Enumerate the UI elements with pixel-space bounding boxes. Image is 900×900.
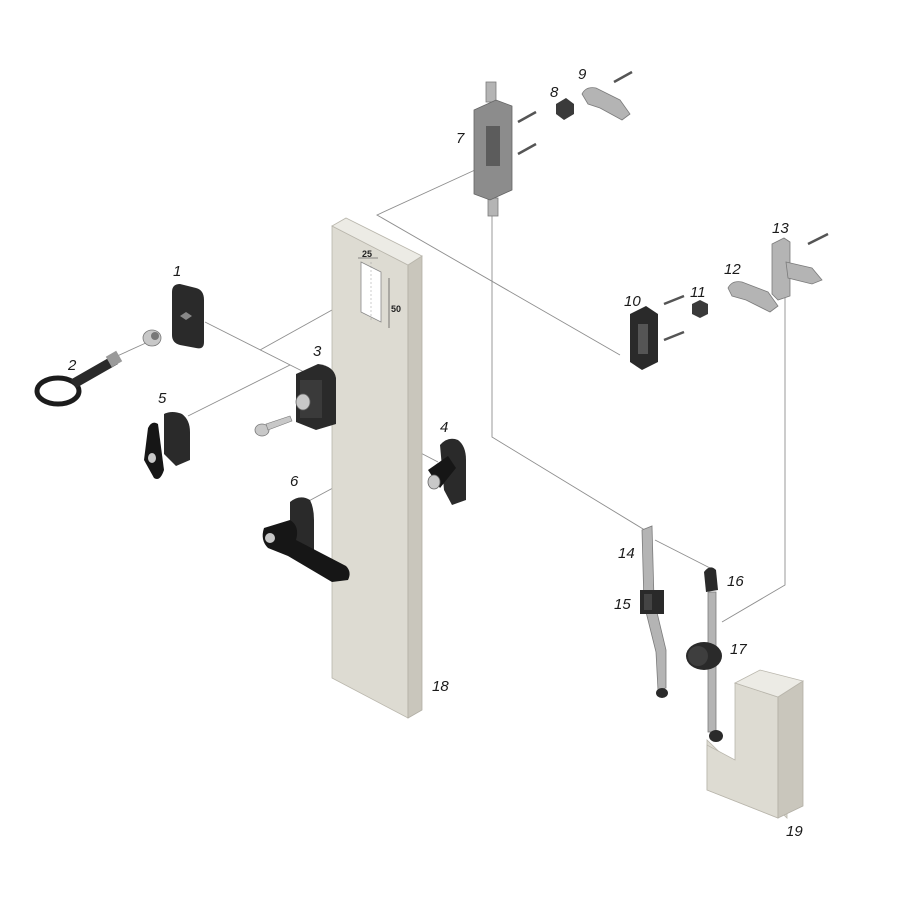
lever-cylinder (265, 533, 275, 543)
lock-cylinder (142, 329, 162, 347)
leader-5-to-3 (187, 364, 291, 417)
callout-4: 4 (440, 419, 448, 436)
dim-height-label: 50 (391, 304, 401, 314)
cam-9-body (581, 87, 631, 121)
part-8-nut (556, 98, 574, 120)
guide-15-face (644, 594, 652, 610)
callout-5: 5 (158, 390, 167, 407)
leader-2-to-cylinder (114, 341, 149, 358)
callout-16: 16 (727, 573, 744, 590)
profile-side (777, 680, 804, 819)
part-5-t-handle (144, 412, 190, 479)
part-4-handle-housing (427, 438, 466, 505)
callout-19: 19 (786, 823, 803, 840)
small-key-head (254, 423, 270, 437)
callout-12: 12 (724, 261, 741, 278)
rod-end-16-body (704, 567, 718, 592)
bracket-13-upright (771, 237, 791, 301)
t-handle-plate (164, 412, 190, 466)
leader-13-to-17 (721, 285, 786, 623)
dim-width-label: 25 (362, 249, 372, 259)
handle-housing-plate (440, 438, 466, 505)
plate-10-window (638, 324, 648, 354)
rod-lock-bottom-tab (487, 197, 499, 217)
screw-10a (663, 294, 685, 306)
cylinder-face (151, 332, 159, 340)
t-handle-cylinder (148, 453, 156, 463)
t-handle-grip (144, 422, 164, 479)
roller-17-face (688, 646, 708, 666)
callout-15: 15 (614, 596, 631, 613)
screw-7b (517, 142, 537, 156)
lever-rod-14-end (656, 688, 668, 698)
leader-7-to-14 (491, 215, 649, 533)
bracket-13-arm (785, 261, 823, 285)
handle-housing-cylinder (427, 474, 441, 490)
part-2-key (34, 350, 123, 407)
profile-top (733, 669, 804, 698)
callout-13: 13 (772, 220, 789, 237)
small-key-blade (265, 415, 293, 431)
part-12-cam (727, 281, 779, 313)
callout-7: 7 (456, 130, 465, 147)
rod-lock-core (486, 126, 500, 166)
callout-11: 11 (690, 284, 706, 301)
small-key (254, 415, 293, 437)
callout-1: 1 (173, 263, 181, 280)
callout-3: 3 (313, 343, 322, 360)
part-17-roller (686, 642, 722, 670)
callout-18: 18 (432, 678, 449, 695)
callout-2: 2 (67, 357, 77, 374)
part-9-cam (581, 70, 633, 121)
part-6-lever-handle (262, 497, 350, 582)
cover-plate-symbol-icon (180, 312, 192, 320)
leader-14-to-16 (654, 539, 711, 569)
callout-6: 6 (290, 473, 299, 490)
leader-lines (114, 169, 786, 623)
lever-arm (262, 520, 350, 582)
key-ring (34, 375, 82, 407)
part-13-bracket (771, 232, 829, 301)
key-tip (105, 350, 123, 368)
part-7-rod-lock (473, 81, 513, 217)
screw-7a (517, 110, 537, 124)
cam-12-body (727, 281, 779, 313)
leader-1-to-3 (204, 321, 311, 376)
callout-labels: 1 2 3 4 5 6 7 8 9 10 11 12 13 14 15 16 1… (67, 66, 803, 840)
panel-top-edge (331, 217, 423, 266)
profile-front (706, 682, 779, 819)
nut-11-body (692, 300, 708, 318)
leader-7-to-10 (376, 169, 621, 356)
key-shaft (70, 356, 118, 388)
callout-8: 8 (550, 84, 559, 101)
callout-17: 17 (730, 641, 747, 658)
callout-10: 10 (624, 293, 641, 310)
panel-side-face (407, 255, 423, 719)
screw-10b (663, 330, 685, 342)
part-11-nut (692, 300, 708, 318)
rod-lock-top-tab (485, 81, 497, 103)
part-15-guide (640, 590, 664, 614)
callout-14: 14 (618, 545, 635, 562)
screw-9 (613, 70, 633, 84)
housing-cylinder (295, 393, 311, 411)
part-3-lock-housing (295, 364, 336, 430)
part-1-cover-plate (172, 284, 204, 349)
part-10-plate (630, 294, 685, 370)
profile-bracket-19 (706, 669, 804, 819)
rod-16-bottom-end (709, 730, 723, 742)
screw-13 (807, 232, 829, 246)
door-panel-18: 25 50 (331, 217, 423, 719)
part-7-screws (517, 110, 537, 156)
nut-8-body (556, 98, 574, 120)
callout-9: 9 (578, 66, 587, 83)
